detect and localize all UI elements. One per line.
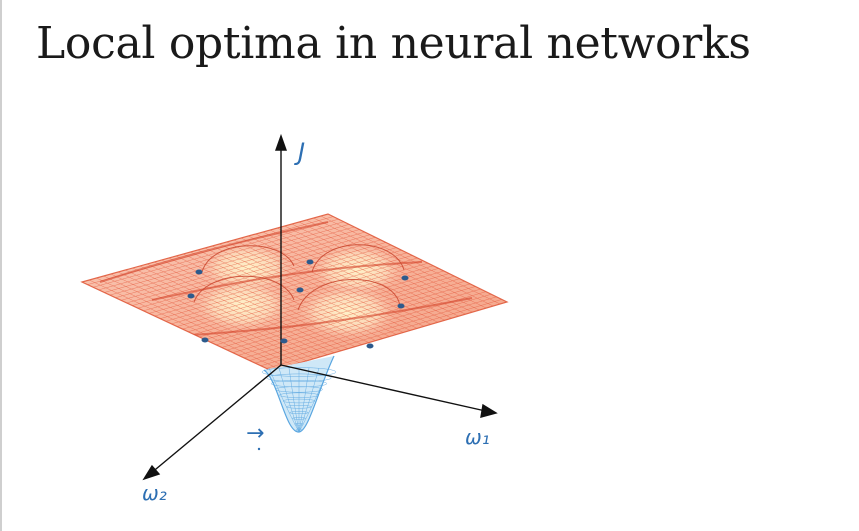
surface-mesh-line: [227, 281, 465, 351]
surface-mesh-line: [176, 257, 418, 327]
well-mesh-line: [298, 367, 310, 433]
saddle-point: [195, 269, 203, 275]
surface-mesh-line: [204, 270, 444, 340]
surface-mesh-line: [182, 260, 423, 330]
surface-mesh-line: [221, 278, 460, 348]
saddle-point: [366, 343, 374, 349]
w2-axis-arrowhead: [142, 464, 161, 481]
saddle-point: [397, 303, 405, 309]
well-mesh-line: [288, 367, 300, 433]
saddle-point: [280, 338, 288, 344]
surface-mesh-line: [298, 221, 480, 311]
surface-mesh-line: [193, 265, 434, 335]
surface-mesh-line: [243, 288, 481, 359]
w2-axis-label: ω₂: [142, 481, 167, 505]
w1-axis-arrowhead: [480, 403, 498, 418]
annotation-dot: [257, 447, 261, 451]
w1-axis: [280, 364, 491, 413]
surface-mesh-line: [188, 262, 429, 332]
surface-mesh-line: [260, 296, 497, 366]
surface-mesh-line: [284, 225, 466, 315]
slide-title: Local optima in neural networks: [36, 18, 751, 69]
w2-axis: [149, 364, 282, 475]
surface-mesh-line: [216, 275, 455, 346]
surface-mesh-line: [313, 217, 494, 307]
surface-mesh-line: [327, 214, 507, 303]
saddle-point: [296, 287, 304, 293]
surface-mesh-line: [212, 245, 397, 335]
surface-mesh-line: [270, 229, 452, 319]
bump-contours: [193, 244, 405, 311]
saddle-point: [306, 259, 314, 265]
surface-mesh-line: [262, 231, 445, 321]
arrow-icon: →: [246, 421, 264, 446]
well-mesh-line: [278, 367, 300, 433]
well-mesh-line: [298, 367, 320, 433]
surface-mesh-line: [226, 241, 411, 331]
surface-mesh-line: [255, 233, 438, 323]
saddle-point: [401, 275, 409, 281]
surface-mesh-line: [238, 286, 476, 356]
saddle-point: [187, 293, 195, 299]
surface-mesh-line: [266, 299, 502, 369]
saddle-point: [201, 337, 209, 343]
surface-mesh-line: [199, 268, 439, 338]
j-axis-label: J: [294, 138, 305, 166]
axes: [142, 133, 498, 481]
saddle-points: [187, 259, 409, 349]
surface-mesh-line: [219, 243, 404, 333]
global-minimum-well: [261, 355, 337, 433]
w1-axis-label: ω₁: [465, 425, 490, 449]
surface-mesh-line: [320, 215, 501, 305]
surface-mesh-line: [255, 294, 492, 364]
well-mesh-line: [268, 367, 300, 433]
surface-mesh-line: [291, 223, 473, 313]
surface-mesh-line: [277, 227, 459, 317]
j-axis-arrowhead: [275, 133, 287, 151]
